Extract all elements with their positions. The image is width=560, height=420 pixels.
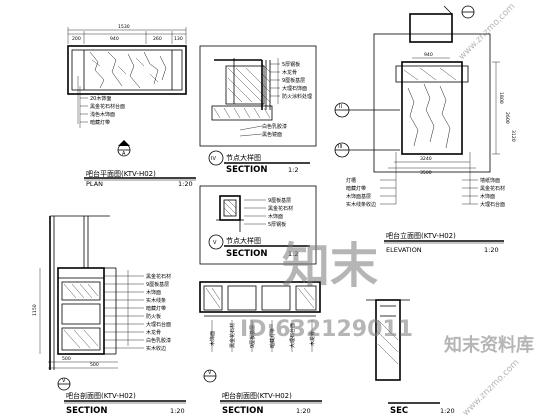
detail-v-title: 节点大样图	[226, 236, 261, 245]
section-mid-note-3: 9厘板基层	[249, 325, 256, 348]
detail-v-numeral: V	[213, 240, 217, 246]
section-v-dim-bottom-1: 500	[62, 356, 71, 362]
detail-iv-view: 5厚钢板 木龙骨 9厘板基层 大理石饰面 防火涂料处理 白色乳胶漆 黑色镜面 I…	[199, 45, 317, 175]
elevation-note-4: 大理石台面	[480, 201, 505, 208]
elevation-note-1: 墙纸饰面	[480, 177, 500, 184]
detail-v-tag: SECTION	[226, 249, 267, 259]
elevation-note-6: 暗藏灯带	[346, 185, 366, 192]
detail-iv-note-7: 黑色镜面	[262, 131, 282, 138]
plan-dim-3: 260	[153, 36, 162, 42]
plan-symbol-letter: A	[122, 151, 126, 157]
section-v-tag: SECTION	[66, 406, 107, 416]
section-mid-view: 木饰面 黑金花石材 9厘板基层 暗藏灯带 大理石台面 木龙骨 V 吧台剖面图(K…	[199, 281, 322, 416]
watermark-url-bottom: www.znzmo.com	[461, 358, 521, 418]
watermark-url-top: www.znzmo.com	[457, 2, 517, 62]
section-mid-tag: SECTION	[222, 406, 263, 416]
elevation-note-5: 灯槽	[346, 177, 356, 184]
section-v-note-7: 大理石台面	[146, 321, 171, 328]
section-mid-note-2: 黑金花石材	[229, 323, 236, 348]
plan-title: 吧台平面图(KTV-H02)	[86, 169, 156, 178]
section-v-note-3: 木饰面	[146, 289, 161, 296]
watermark-logo-box	[440, 332, 552, 356]
elevation-dim-top: 940	[424, 52, 433, 58]
detail-iv-numeral: IV	[211, 156, 216, 162]
section-v-dim-side: 1150	[32, 304, 38, 316]
plan-scale: 1:20	[178, 180, 193, 188]
elevation-dim-bottom-2: 3500	[420, 170, 432, 176]
detail-iv-title: 节点大样图	[226, 153, 261, 162]
elevation-dim-bottom-1: 3240	[420, 156, 432, 162]
detail-iv-note-6: 白色乳胶漆	[262, 123, 287, 130]
detail-v-note-3: 木饰面	[268, 213, 283, 220]
detail-v-scale: 1:2	[288, 250, 298, 258]
detail-iv-note-4: 大理石饰面	[282, 85, 307, 92]
section-v-view: 黑金花石材 9厘板基层 木饰面 实木线条 暗藏灯带 防火板 大理石台面 木龙骨 …	[32, 215, 186, 416]
detail-v-note-2: 黑金花石材	[268, 205, 293, 212]
section-mid-note-1: 木饰面	[209, 331, 216, 346]
elevation-scale: 1:20	[484, 246, 499, 254]
elevation-title: 吧台立面图(KTV-H02)	[386, 231, 456, 240]
elevation-note-3: 木饰面	[480, 193, 495, 200]
section-right-tag: SEC	[390, 406, 408, 416]
elevation-tag: ELEVATION	[386, 246, 422, 254]
plan-dim-1: 200	[72, 36, 81, 42]
plan-view: 1530 200 940 260 130 20木饰面 黑金花石材台面 浅色木饰面…	[67, 24, 196, 188]
plan-dim-overall: 1530	[118, 24, 130, 30]
detail-v-note-1: 9厘板基层	[268, 197, 291, 204]
section-right-scale: 1:20	[440, 407, 455, 415]
section-v-note-10: 实木收边	[146, 345, 166, 352]
detail-v-view: 9厘板基层 黑金花石材 木饰面 5厚钢板 V 节点大样图 SECTION 1:2	[199, 185, 317, 265]
watermark-site-cn: 知末资料库	[444, 334, 534, 356]
elevation-dim-side-2: 2600	[504, 112, 510, 124]
elevation-note-8: 实木线条收边	[346, 201, 376, 208]
section-right-view: SEC 1:20	[366, 299, 455, 416]
section-v-dim-bottom-2: 500	[90, 362, 99, 368]
detail-iv-note-1: 5厚钢板	[282, 61, 300, 68]
section-v-scale: 1:20	[170, 407, 185, 415]
section-mid-note-6: 木龙骨	[309, 331, 316, 346]
section-mid-note-5: 大理石台面	[289, 323, 296, 348]
elevation-view: 940 II III 1800 2600 3120 3240 3500	[334, 5, 516, 254]
elevation-dim-side-1: 1800	[498, 92, 504, 104]
section-mid-scale: 1:20	[296, 407, 311, 415]
detail-iv-note-3: 9厘板基层	[282, 77, 305, 84]
section-v-note-8: 木龙骨	[146, 329, 161, 336]
elevation-symbol-iii-label: III	[338, 144, 342, 150]
section-v-note-1: 黑金花石材	[146, 273, 171, 280]
section-mid-title: 吧台剖面图(KTV-H02)	[222, 391, 292, 400]
section-mid-numeral: V	[208, 370, 212, 376]
plan-note-3: 浅色木饰面	[90, 111, 115, 118]
watermark-brand: 知末	[282, 238, 378, 294]
section-v-title: 吧台剖面图(KTV-H02)	[66, 391, 136, 400]
section-v-note-9: 白色乳胶漆	[146, 337, 171, 344]
detail-iv-note-2: 木龙骨	[282, 69, 297, 76]
elevation-dim-side-3: 3120	[510, 130, 516, 142]
plan-dim-4: 130	[174, 36, 183, 42]
plan-note-1: 20木饰面	[90, 95, 111, 102]
plan-tag: PLAN	[86, 180, 103, 188]
section-v-note-4: 实木线条	[146, 297, 166, 304]
detail-v-symbol	[208, 234, 224, 250]
detail-v-note-4: 5厚钢板	[268, 221, 286, 228]
section-v-note-2: 9厘板基层	[146, 281, 169, 288]
detail-iv-note-5: 防火涂料处理	[282, 93, 312, 100]
section-v-numeral: V	[62, 378, 66, 384]
plan-dim-2: 940	[110, 36, 119, 42]
detail-iv-tag: SECTION	[226, 165, 267, 175]
plan-note-2: 黑金花石材台面	[90, 103, 125, 110]
elevation-note-2: 黑金花石材	[480, 185, 505, 192]
section-v-note-6: 防火板	[146, 313, 161, 320]
detail-iv-scale: 1:2	[288, 166, 298, 174]
section-mid-note-4: 暗藏灯带	[269, 328, 276, 348]
elevation-symbol-ii-label: II	[339, 104, 342, 110]
section-v-note-5: 暗藏灯带	[146, 305, 166, 312]
plan-note-4: 暗藏灯带	[90, 119, 110, 126]
watermark-id: ID:632129011	[240, 317, 413, 342]
elevation-note-7: 木饰面基层	[346, 193, 371, 200]
detail-iv-symbol	[208, 150, 224, 166]
